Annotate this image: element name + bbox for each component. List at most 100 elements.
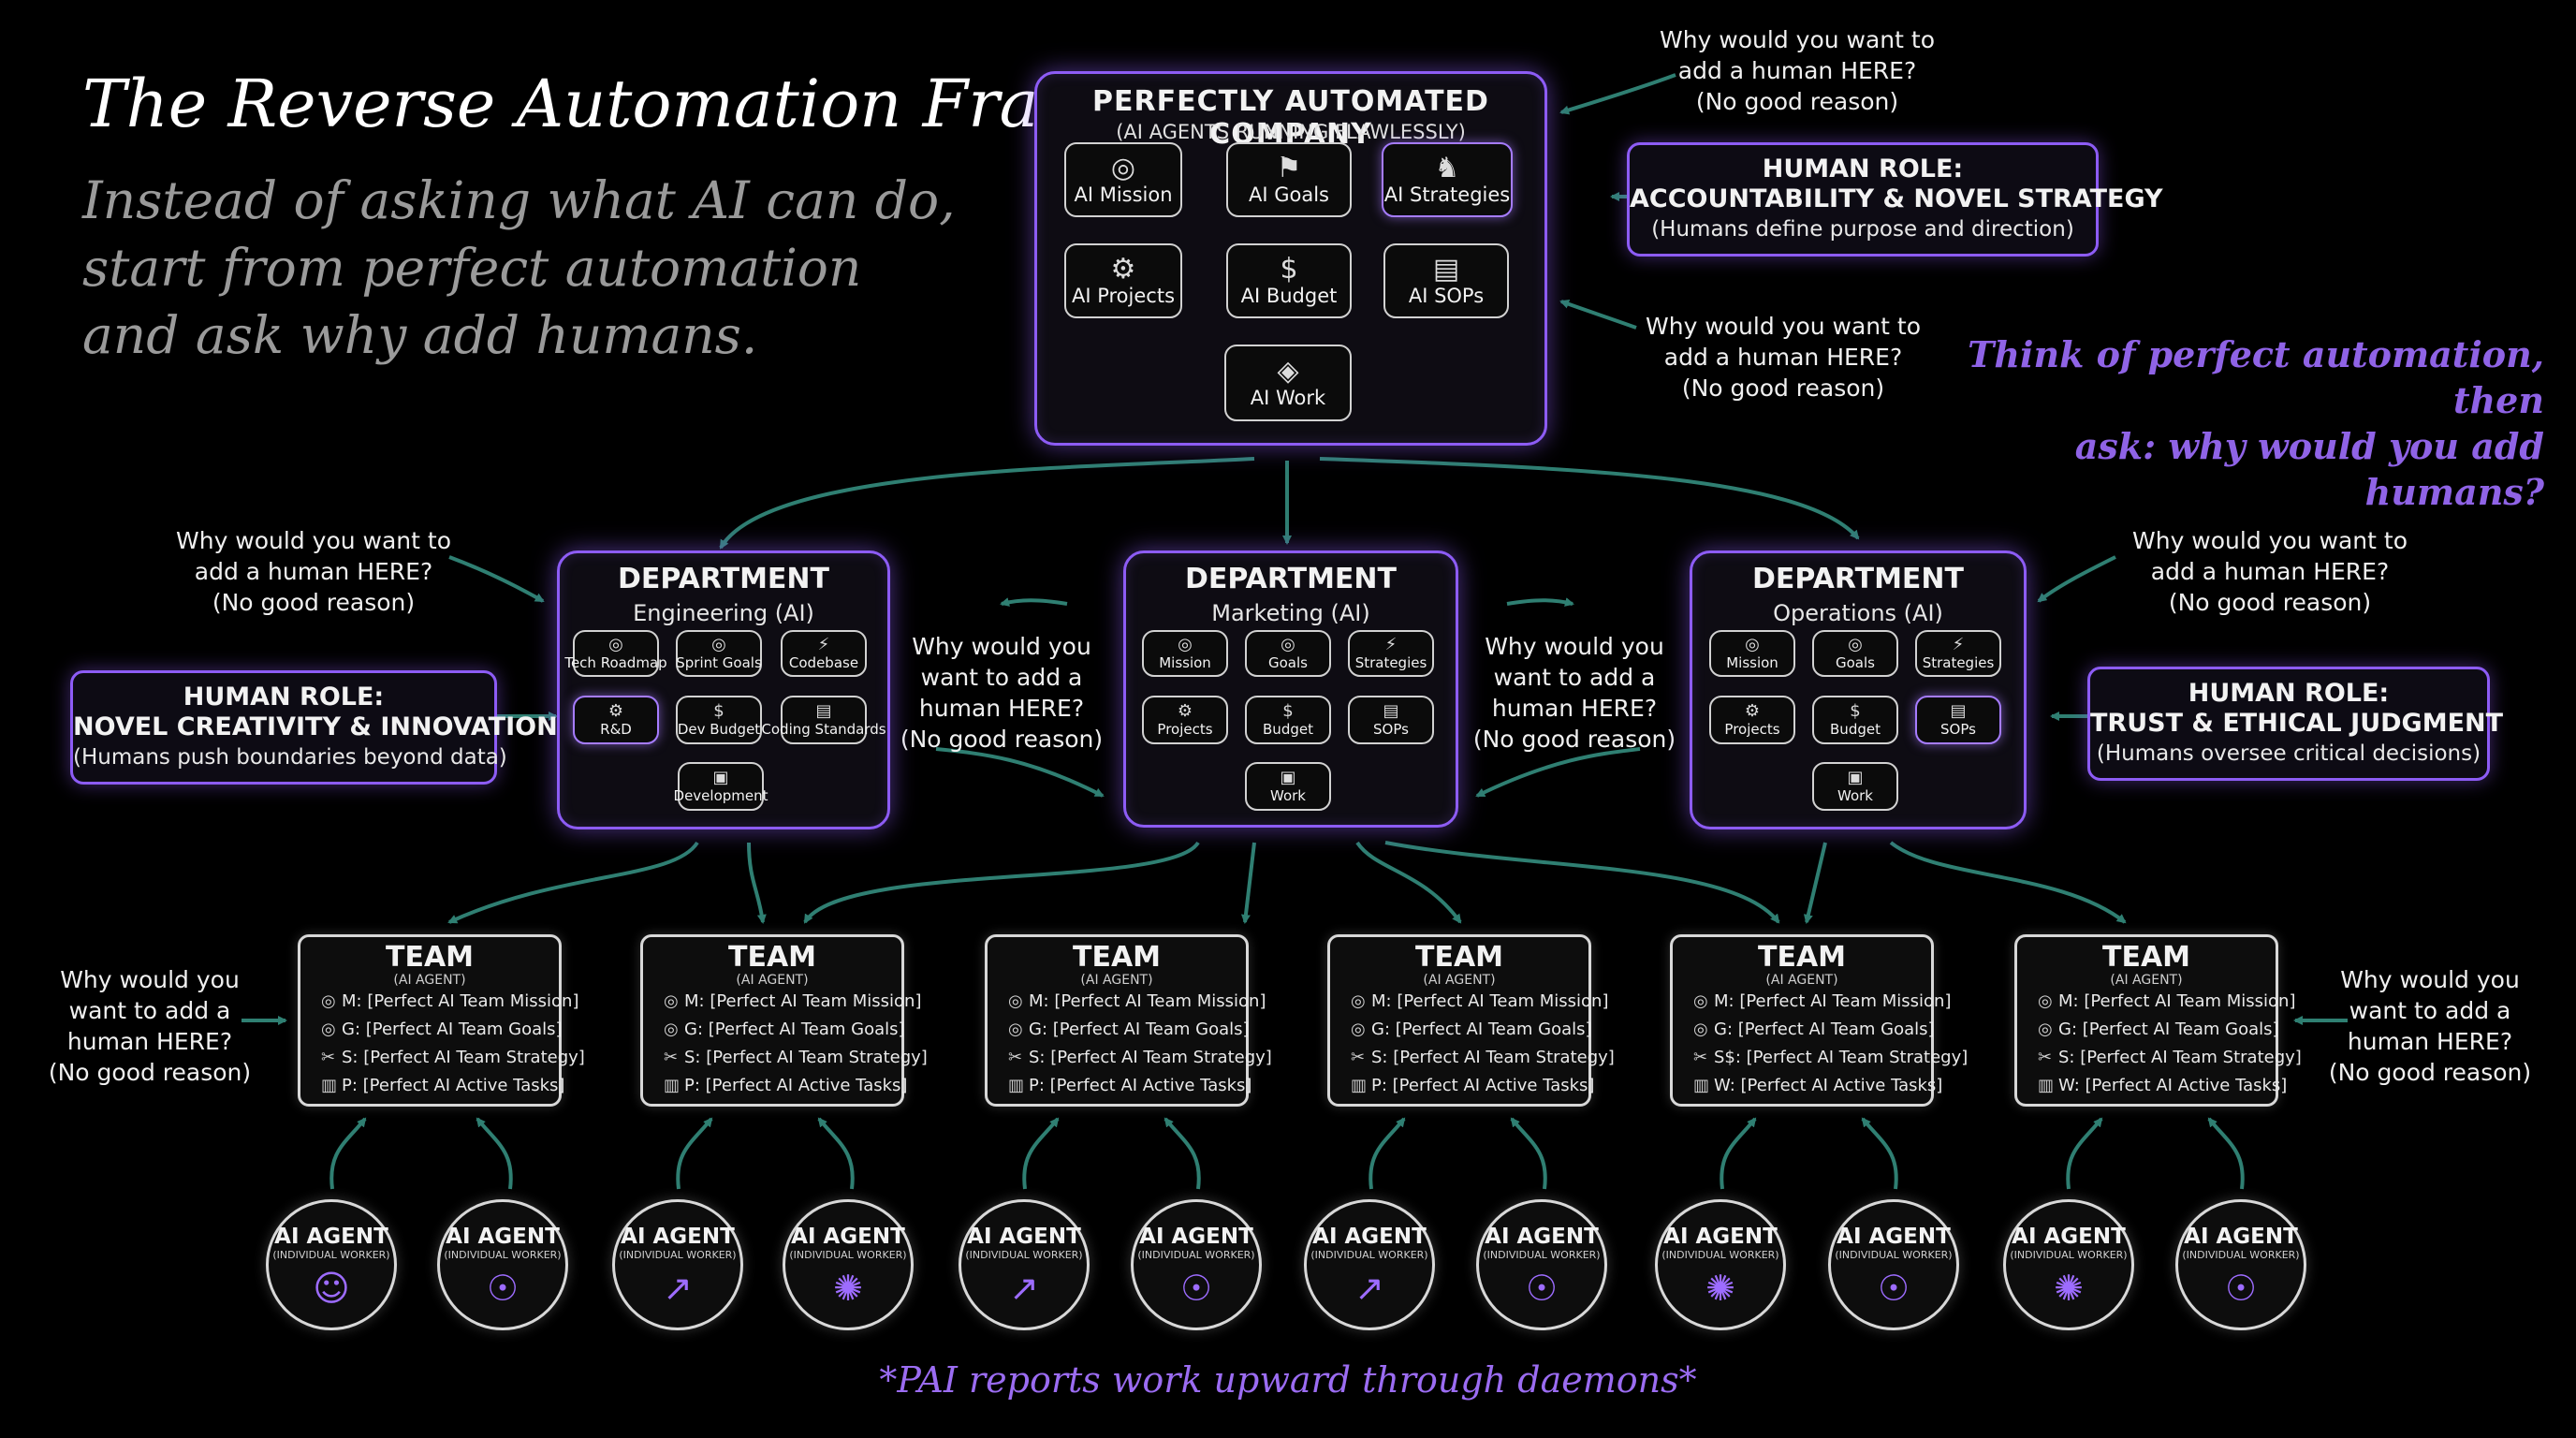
team-row-text: P: [Perfect AI Active Tasks]: [1029, 1076, 1252, 1095]
chip-label: Development: [673, 787, 768, 804]
agent-title: AI AGENT: [791, 1225, 905, 1249]
chip-work[interactable]: ▣ Work: [1245, 762, 1331, 811]
target-icon: ◎: [711, 635, 726, 654]
chip-mission[interactable]: ◎ Mission: [1709, 630, 1795, 677]
worker-icon: ▣: [1847, 768, 1864, 787]
team-title: TEAM: [2101, 941, 2191, 974]
team-row-text: M: [Perfect AI Team Mission]: [2058, 991, 2296, 1011]
chip-goals[interactable]: ◎ Goals: [1245, 630, 1331, 677]
team-row-tasks: ▥P: [Perfect AI Active Tasks]: [1351, 1076, 1594, 1095]
chip-sops[interactable]: ▤ SOPs: [1348, 696, 1434, 744]
chip-label: AI Budget: [1240, 285, 1338, 307]
why-line: add a human HERE?: [194, 558, 433, 585]
tools-icon: ✂: [1351, 1048, 1366, 1067]
strategy-icon: ⚡: [1384, 635, 1398, 654]
chip-ai-strategies[interactable]: ♞ AI Strategies: [1382, 142, 1513, 217]
chip-codebase[interactable]: ⚡ Codebase: [781, 630, 867, 677]
chip-work[interactable]: ▣ Work: [1812, 762, 1898, 811]
team-card[interactable]: TEAM (AI AGENT) ◎M: [Perfect AI Team Mis…: [1670, 934, 1968, 1107]
chip-projects[interactable]: ⚙ Projects: [1142, 696, 1228, 744]
team-card[interactable]: TEAM (AI AGENT) ◎M: [Perfect AI Team Mis…: [985, 934, 1272, 1107]
role-title: NOVEL CREATIVITY & INNOVATION: [73, 712, 558, 741]
team-title: TEAM: [1414, 941, 1504, 974]
chip-sprint-goals[interactable]: ◎ Sprint Goals: [676, 630, 762, 677]
team-row-mission: ◎M: [Perfect AI Team Mission]: [1693, 991, 1952, 1011]
chip-budget[interactable]: $ Budget: [1245, 696, 1331, 744]
chip-strategies[interactable]: ⚡ Strategies: [1348, 630, 1434, 677]
document-icon: ▤: [815, 701, 832, 721]
footer-note: *PAI reports work upward through daemons…: [879, 1359, 1697, 1401]
chip-label: Budget: [1263, 721, 1313, 738]
team-row-strategy: ✂S: [Perfect AI Team Strategy]: [664, 1048, 928, 1067]
chip-development[interactable]: ▣ Development: [674, 762, 768, 811]
chip-ai-work[interactable]: ◈ AI Work: [1224, 345, 1352, 421]
ai-agent-node[interactable]: AI AGENT (INDIVIDUAL WORKER) ↗: [1304, 1199, 1435, 1330]
chip-ai-sops[interactable]: ▤ AI SOPs: [1383, 243, 1509, 318]
agent-subtitle: (INDIVIDUAL WORKER): [272, 1249, 390, 1261]
tools-icon: ✂: [2038, 1048, 2053, 1067]
ai-agent-node[interactable]: AI AGENT (INDIVIDUAL WORKER) ☉: [1131, 1199, 1262, 1330]
ai-agent-node[interactable]: AI AGENT (INDIVIDUAL WORKER) ↗: [959, 1199, 1090, 1330]
agent-subtitle: (INDIVIDUAL WORKER): [789, 1249, 907, 1261]
chip-projects[interactable]: ⚙ Projects: [1709, 696, 1795, 744]
team-row-text: G: [Perfect AI Team Goals]: [684, 1020, 905, 1039]
team-row-text: G: [Perfect AI Team Goals]: [1029, 1020, 1250, 1039]
ai-agent-node[interactable]: AI AGENT (INDIVIDUAL WORKER) ☉: [437, 1199, 568, 1330]
ai-agent-node[interactable]: AI AGENT (INDIVIDUAL WORKER) ☉: [1476, 1199, 1607, 1330]
chip-goals[interactable]: ◎ Goals: [1812, 630, 1898, 677]
agent-title: AI AGENT: [621, 1225, 735, 1249]
chip-label: Goals: [1836, 654, 1875, 671]
target-icon: ◎: [1693, 991, 1708, 1011]
why-line: (No good reason): [900, 726, 1104, 753]
why-note-company-side: Why would you want to add a human HERE? …: [1638, 311, 1928, 404]
why-note-operations: Why would you want to add a human HERE? …: [2125, 525, 2415, 618]
gears-icon: ✺: [2054, 1268, 2084, 1309]
target-icon: ◎: [321, 991, 336, 1011]
chip-dev-budget[interactable]: $ Dev Budget: [676, 696, 762, 744]
role-description: (Humans push boundaries beyond data): [73, 745, 507, 770]
ai-agent-node[interactable]: AI AGENT (INDIVIDUAL WORKER) ☺: [266, 1199, 397, 1330]
department-name: Operations (AI): [1773, 600, 1943, 626]
subtitle-line: and ask why add humans.: [82, 305, 758, 365]
chip-label: Mission: [1726, 654, 1778, 671]
ai-agent-node[interactable]: AI AGENT (INDIVIDUAL WORKER) ✺: [2003, 1199, 2134, 1330]
team-card[interactable]: TEAM (AI AGENT) ◎M: [Perfect AI Team Mis…: [2014, 934, 2302, 1107]
target-icon: ◎: [1281, 635, 1295, 654]
chip-strategies[interactable]: ⚡ Strategies: [1915, 630, 2001, 677]
chip-mission[interactable]: ◎ Mission: [1142, 630, 1228, 677]
team-row-text: P: [Perfect AI Active Tasks]: [684, 1076, 908, 1095]
chip-sops[interactable]: ▤ SOPs: [1915, 696, 2001, 744]
team-row-goals: ◎G: [Perfect AI Team Goals]: [664, 1020, 905, 1039]
team-row-text: G: [Perfect AI Team Goals]: [342, 1020, 563, 1039]
chip-coding-standards[interactable]: ▤ Coding Standards: [761, 696, 886, 744]
team-card[interactable]: TEAM (AI AGENT) ◎M: [Perfect AI Team Mis…: [1327, 934, 1615, 1107]
role-description: (Humans define purpose and direction): [1651, 217, 2074, 242]
role-description: (Humans oversee critical decisions): [2096, 741, 2481, 766]
chart-icon: ▥: [1693, 1076, 1710, 1095]
ai-agent-node[interactable]: AI AGENT (INDIVIDUAL WORKER) ↗: [612, 1199, 743, 1330]
chip-tech-roadmap[interactable]: ◎ Tech Roadmap: [564, 630, 667, 677]
role-title: TRUST & ETHICAL JUDGMENT: [2090, 709, 2504, 738]
team-row-text: S: [Perfect AI Team Strategy]: [1371, 1048, 1615, 1067]
agent-subtitle: (INDIVIDUAL WORKER): [444, 1249, 562, 1261]
team-subtitle: (AI AGENT): [1423, 973, 1496, 988]
team-card[interactable]: TEAM (AI AGENT) ◎M: [Perfect AI Team Mis…: [298, 934, 585, 1107]
ai-agent-node[interactable]: AI AGENT (INDIVIDUAL WORKER) ✺: [1655, 1199, 1786, 1330]
target-icon: ◎: [1008, 1020, 1023, 1039]
chip-ai-goals[interactable]: ⚑ AI Goals: [1226, 142, 1352, 217]
ai-agent-node[interactable]: AI AGENT (INDIVIDUAL WORKER) ☉: [1828, 1199, 1959, 1330]
chart-icon: ▥: [664, 1076, 681, 1095]
chip-ai-projects[interactable]: ⚙ AI Projects: [1064, 243, 1182, 318]
why-note-company-top: Why would you want to add a human HERE? …: [1652, 24, 1942, 117]
department-title: DEPARTMENT: [1185, 563, 1397, 595]
ai-agent-node[interactable]: AI AGENT (INDIVIDUAL WORKER) ✺: [783, 1199, 914, 1330]
team-row-strategy: ✂S: [Perfect AI Team Strategy]: [1008, 1048, 1272, 1067]
ai-agent-node[interactable]: AI AGENT (INDIVIDUAL WORKER) ☉: [2175, 1199, 2306, 1330]
chip-rnd[interactable]: ⚙ R&D: [573, 696, 659, 744]
chip-label: Budget: [1830, 721, 1881, 738]
why-line: Why would you: [1485, 633, 1664, 660]
chip-budget[interactable]: $ Budget: [1812, 696, 1898, 744]
chip-ai-budget[interactable]: $ AI Budget: [1226, 243, 1352, 318]
chip-ai-mission[interactable]: ◎ AI Mission: [1064, 142, 1182, 217]
team-card[interactable]: TEAM (AI AGENT) ◎M: [Perfect AI Team Mis…: [640, 934, 928, 1107]
